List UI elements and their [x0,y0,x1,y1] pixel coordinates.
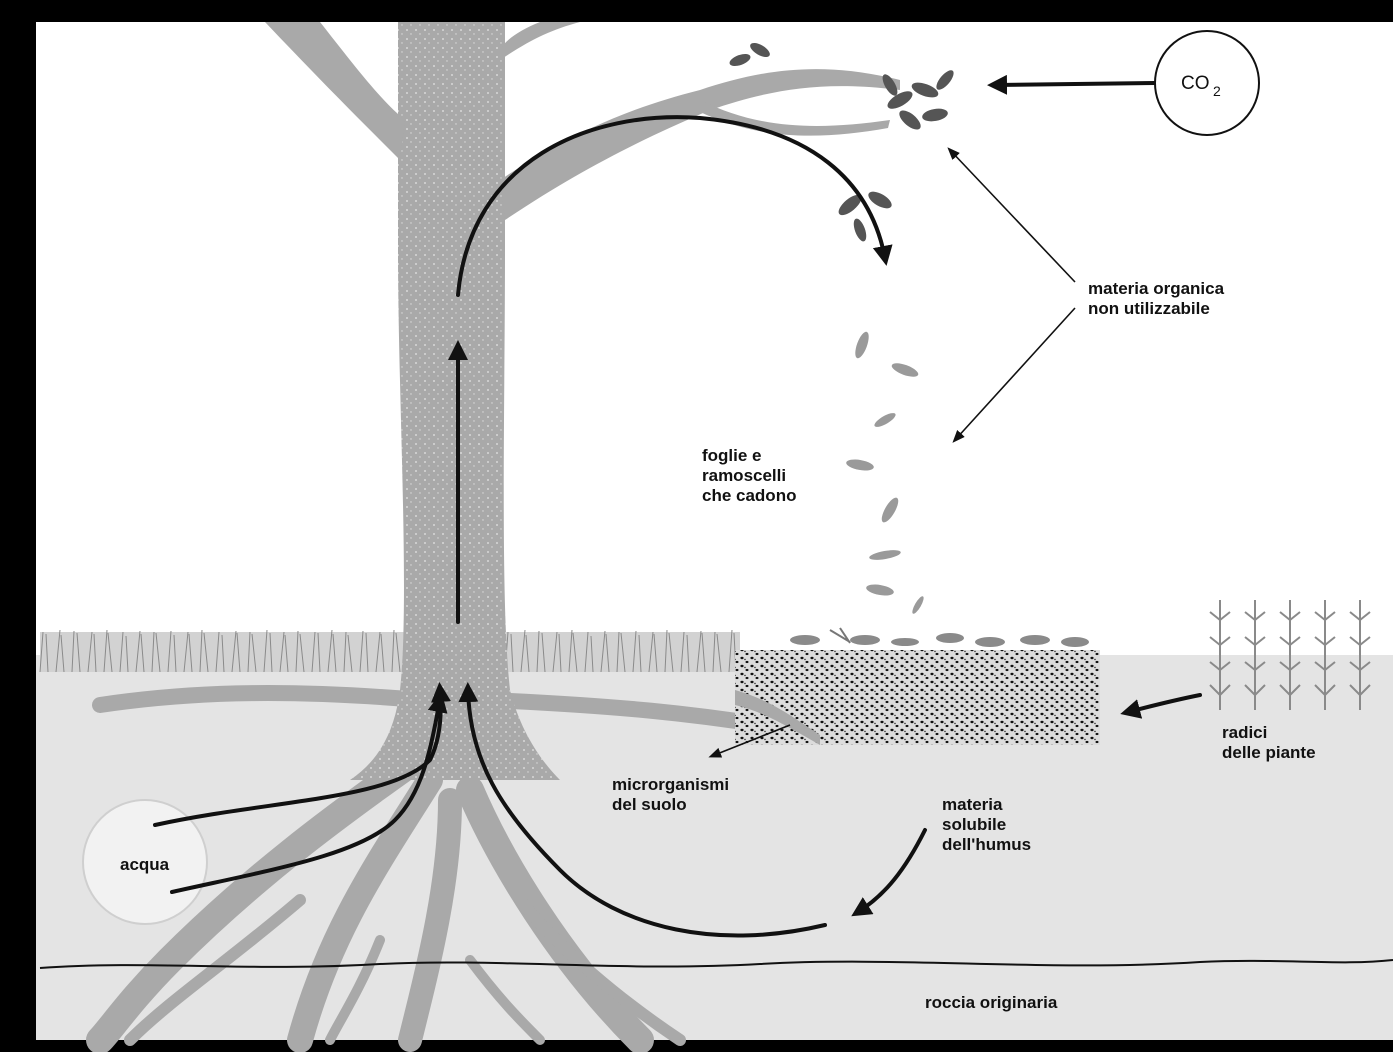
label-humus-line1: materia [942,795,1003,814]
co2-arrow [995,83,1155,85]
label-humus-line3: dell'humus [942,835,1031,854]
label-materia-organica-line2: non utilizzabile [1088,299,1210,318]
humus-layer [735,650,1100,745]
co2-subscript: 2 [1213,83,1221,99]
label-foglie-line3: che cadono [702,486,796,505]
label-foglie-line1: foglie e [702,446,762,465]
co2-label: CO [1181,73,1210,94]
label-humus-line2: solubile [942,815,1006,834]
label-materia-organica-line1: materia organica [1088,279,1225,298]
label-microrganismi-line2: del suolo [612,795,687,814]
label-acqua: acqua [120,855,170,874]
label-roccia-originaria: roccia originaria [925,993,1058,1012]
label-radici-line1: radici [1222,723,1267,742]
grass-band [40,630,740,672]
label-radici-line2: delle piante [1222,743,1316,762]
label-foglie-line2: ramoscelli [702,466,786,485]
label-microrganismi-line1: microrganismi [612,775,729,794]
